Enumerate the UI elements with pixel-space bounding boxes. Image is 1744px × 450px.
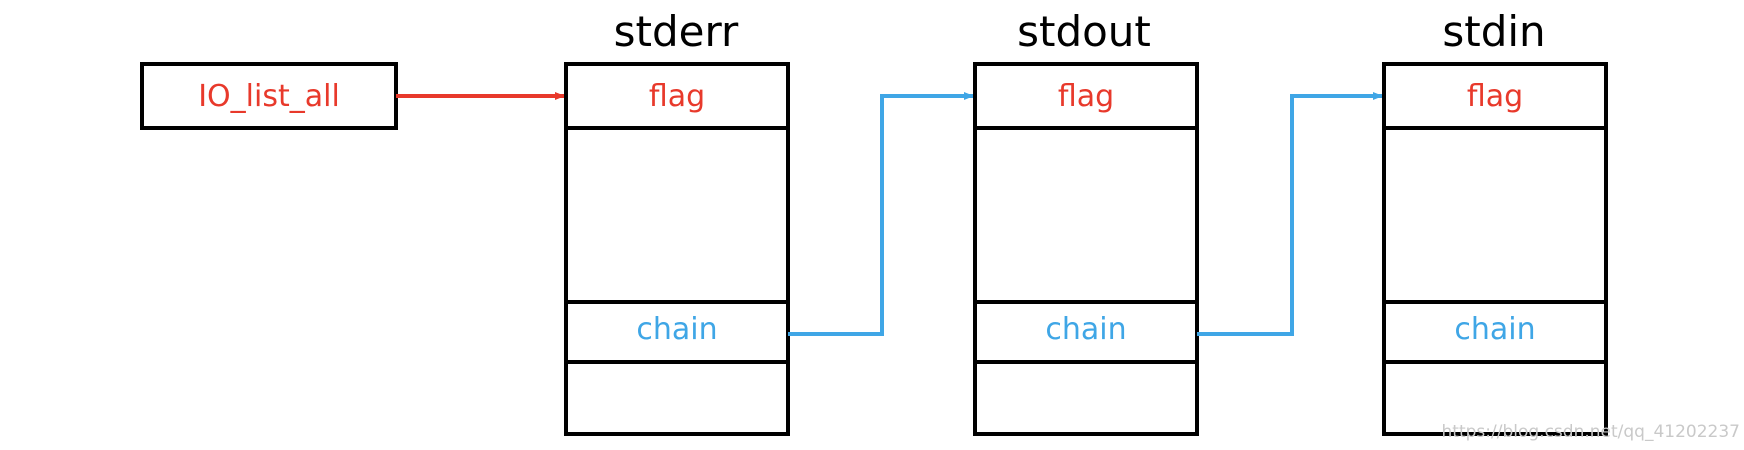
io-list-all-node: IO_list_all <box>140 62 398 130</box>
watermark-text: https://blog.csdn.net/qq_41202237 <box>1442 422 1740 442</box>
struct-title-stdout: stdout <box>1017 7 1151 56</box>
stderr-to-stdout-chain-arrow <box>788 92 974 336</box>
struct-stderr: stderr flag chain <box>564 7 790 436</box>
struct-title-stdin: stdin <box>1442 7 1545 56</box>
stdout-flag-field: flag <box>1058 79 1114 114</box>
stderr-chain-field: chain <box>636 312 717 347</box>
stdout-chain-field: chain <box>1045 312 1126 347</box>
io-list-all-label: IO_list_all <box>198 79 340 114</box>
struct-title-stderr: stderr <box>614 7 739 56</box>
struct-stdin: stdin flag chain <box>1382 7 1608 436</box>
stderr-flag-field: flag <box>649 79 705 114</box>
stdin-chain-field: chain <box>1454 312 1535 347</box>
stdout-to-stdin-chain-arrow <box>1197 92 1383 336</box>
struct-stdout: stdout flag chain <box>973 7 1199 436</box>
stdin-flag-field: flag <box>1467 79 1523 114</box>
